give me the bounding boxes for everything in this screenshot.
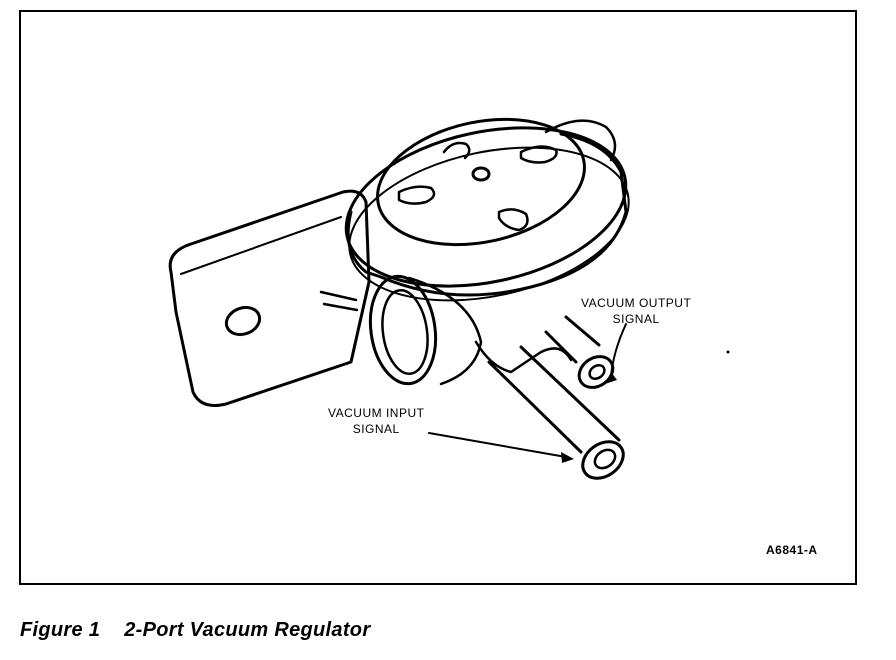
socket-body: [407, 276, 483, 386]
figure-title: 2-Port Vacuum Regulator: [124, 619, 371, 641]
vacuum-input-line1: VACUUM INPUT: [328, 406, 425, 420]
drawing-reference-code: A6841-A: [766, 543, 818, 557]
vent-slot-1: [442, 141, 471, 160]
vacuum-input-label: VACUUM INPUT SIGNAL: [328, 405, 424, 437]
bracket-hole: [224, 305, 262, 337]
vent-slot-4: [497, 208, 529, 232]
cap-rim-lower: [348, 146, 630, 302]
vent-slot-3: [397, 185, 436, 205]
cap-center-hole: [471, 166, 491, 182]
cap-rim: [344, 126, 628, 288]
socket-stub: [319, 290, 359, 312]
vacuum-output-line1: VACUUM OUTPUT: [581, 296, 692, 310]
input-arrowhead: [561, 452, 574, 463]
mounting-bracket: [168, 189, 371, 407]
output-arrowhead: [605, 372, 617, 384]
rear-tab: [544, 119, 617, 162]
figure-caption: Figure 1 2-Port Vacuum Regulator: [20, 619, 370, 642]
input-tube: [487, 345, 621, 454]
vacuum-regulator-drawing: [168, 117, 730, 480]
input-tube-end: [581, 440, 625, 480]
figure-number: Figure 1: [20, 619, 101, 641]
vent-slot-2: [519, 145, 558, 164]
tube-junction: [474, 340, 573, 374]
input-socket-inner: [381, 289, 429, 375]
cap-top: [376, 117, 586, 247]
vacuum-output-line2: SIGNAL: [612, 312, 660, 326]
vacuum-input-line2: SIGNAL: [352, 422, 400, 436]
output-tube-end: [577, 355, 615, 389]
figure-frame: VACUUM OUTPUT SIGNAL VACUUM INPUT SIGNAL…: [19, 10, 857, 585]
bracket-edge: [180, 216, 342, 275]
input-tube-bore: [593, 448, 617, 470]
input-leader: [428, 432, 567, 458]
scan-speck: [726, 350, 730, 354]
vacuum-output-label: VACUUM OUTPUT SIGNAL: [581, 295, 691, 327]
output-tube: [544, 315, 601, 364]
input-socket-outer: [368, 274, 438, 386]
output-tube-bore: [588, 364, 606, 380]
